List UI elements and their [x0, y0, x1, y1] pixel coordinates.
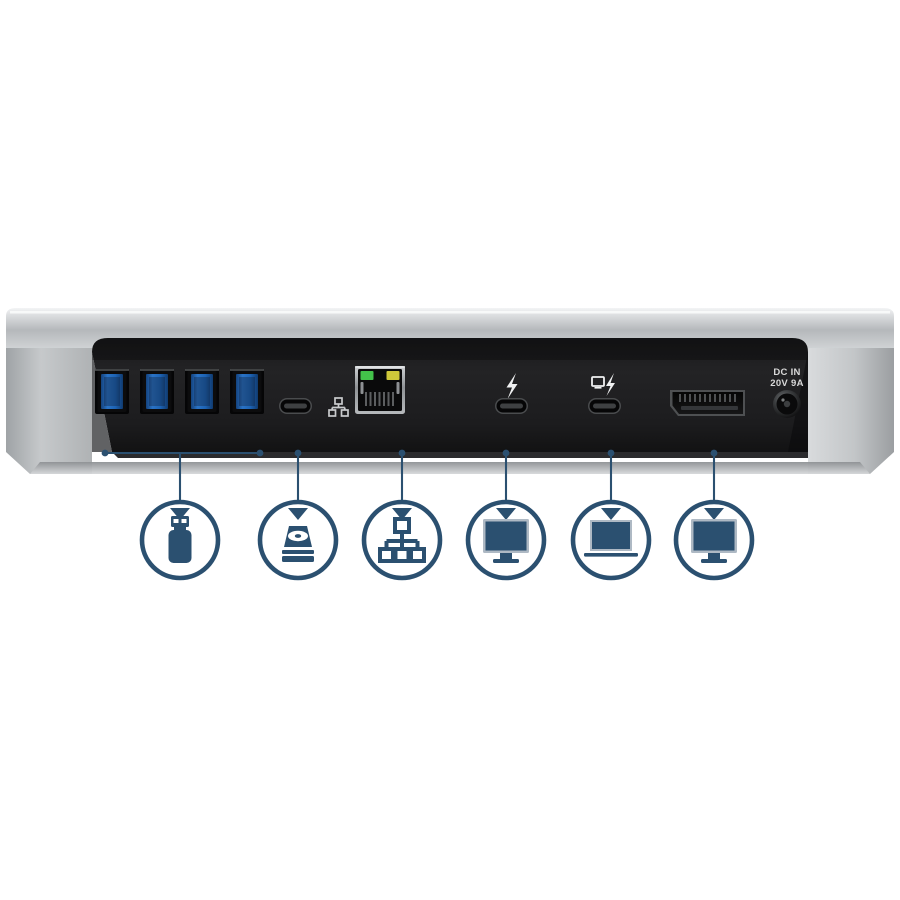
external-hard-drive-icon [282, 526, 314, 562]
dc-in-label-line1: DC IN [773, 367, 800, 378]
thunderbolt-port-2[interactable] [588, 398, 621, 414]
usb-a-port-2[interactable] [140, 369, 174, 414]
panel-top-shadow [92, 338, 808, 360]
port-panel-recess [92, 338, 808, 452]
callout-usb-flash-drive[interactable] [139, 499, 221, 581]
thunderbolt-port-1[interactable] [495, 398, 528, 414]
callout-laptop[interactable] [570, 499, 652, 581]
thunderbolt-bolt-icon [506, 373, 518, 399]
callout-bracket-usb [101, 449, 264, 505]
callout-leader-monitor-2 [710, 449, 718, 505]
usb-a-port-3[interactable] [185, 369, 219, 414]
network-lan-icon [378, 517, 426, 563]
panel-bottom-lip [112, 452, 808, 458]
display-thunderbolt-icon [591, 373, 615, 396]
port-group: DC IN 20V 9A [95, 366, 804, 418]
dc-in-label-line2: 20V 9A [770, 378, 804, 389]
callout-monitor-2[interactable] [673, 499, 755, 581]
usb-c-port[interactable] [279, 398, 312, 414]
dock-chassis [6, 308, 894, 474]
ethernet-rj45-port[interactable] [355, 366, 405, 414]
callout-leader-network [398, 449, 406, 505]
desktop-monitor-icon [691, 519, 737, 563]
callout-badges [139, 499, 755, 581]
dc-power-jack[interactable] [773, 390, 801, 418]
callout-leader-lines [101, 449, 718, 505]
callout-leader-laptop [607, 449, 615, 505]
laptop-icon [584, 520, 638, 557]
top-rail-highlight [10, 311, 890, 314]
desktop-monitor-icon [483, 519, 529, 563]
chassis-base-edge [30, 462, 870, 474]
callout-leader-external-drive [294, 449, 302, 505]
callout-monitor-1[interactable] [465, 499, 547, 581]
lan-network-icon [328, 397, 349, 417]
chassis-right-endcap [794, 318, 894, 474]
callout-leader-monitor-1 [502, 449, 510, 505]
callout-external-hard-drive[interactable] [257, 499, 339, 581]
usb-a-port-4[interactable] [230, 369, 264, 414]
displayport-port[interactable] [670, 390, 745, 416]
usb-a-port-1[interactable] [95, 369, 129, 414]
chassis-left-endcap [6, 318, 106, 474]
callout-network[interactable] [361, 499, 443, 581]
usb-flash-drive-icon [168, 516, 192, 563]
